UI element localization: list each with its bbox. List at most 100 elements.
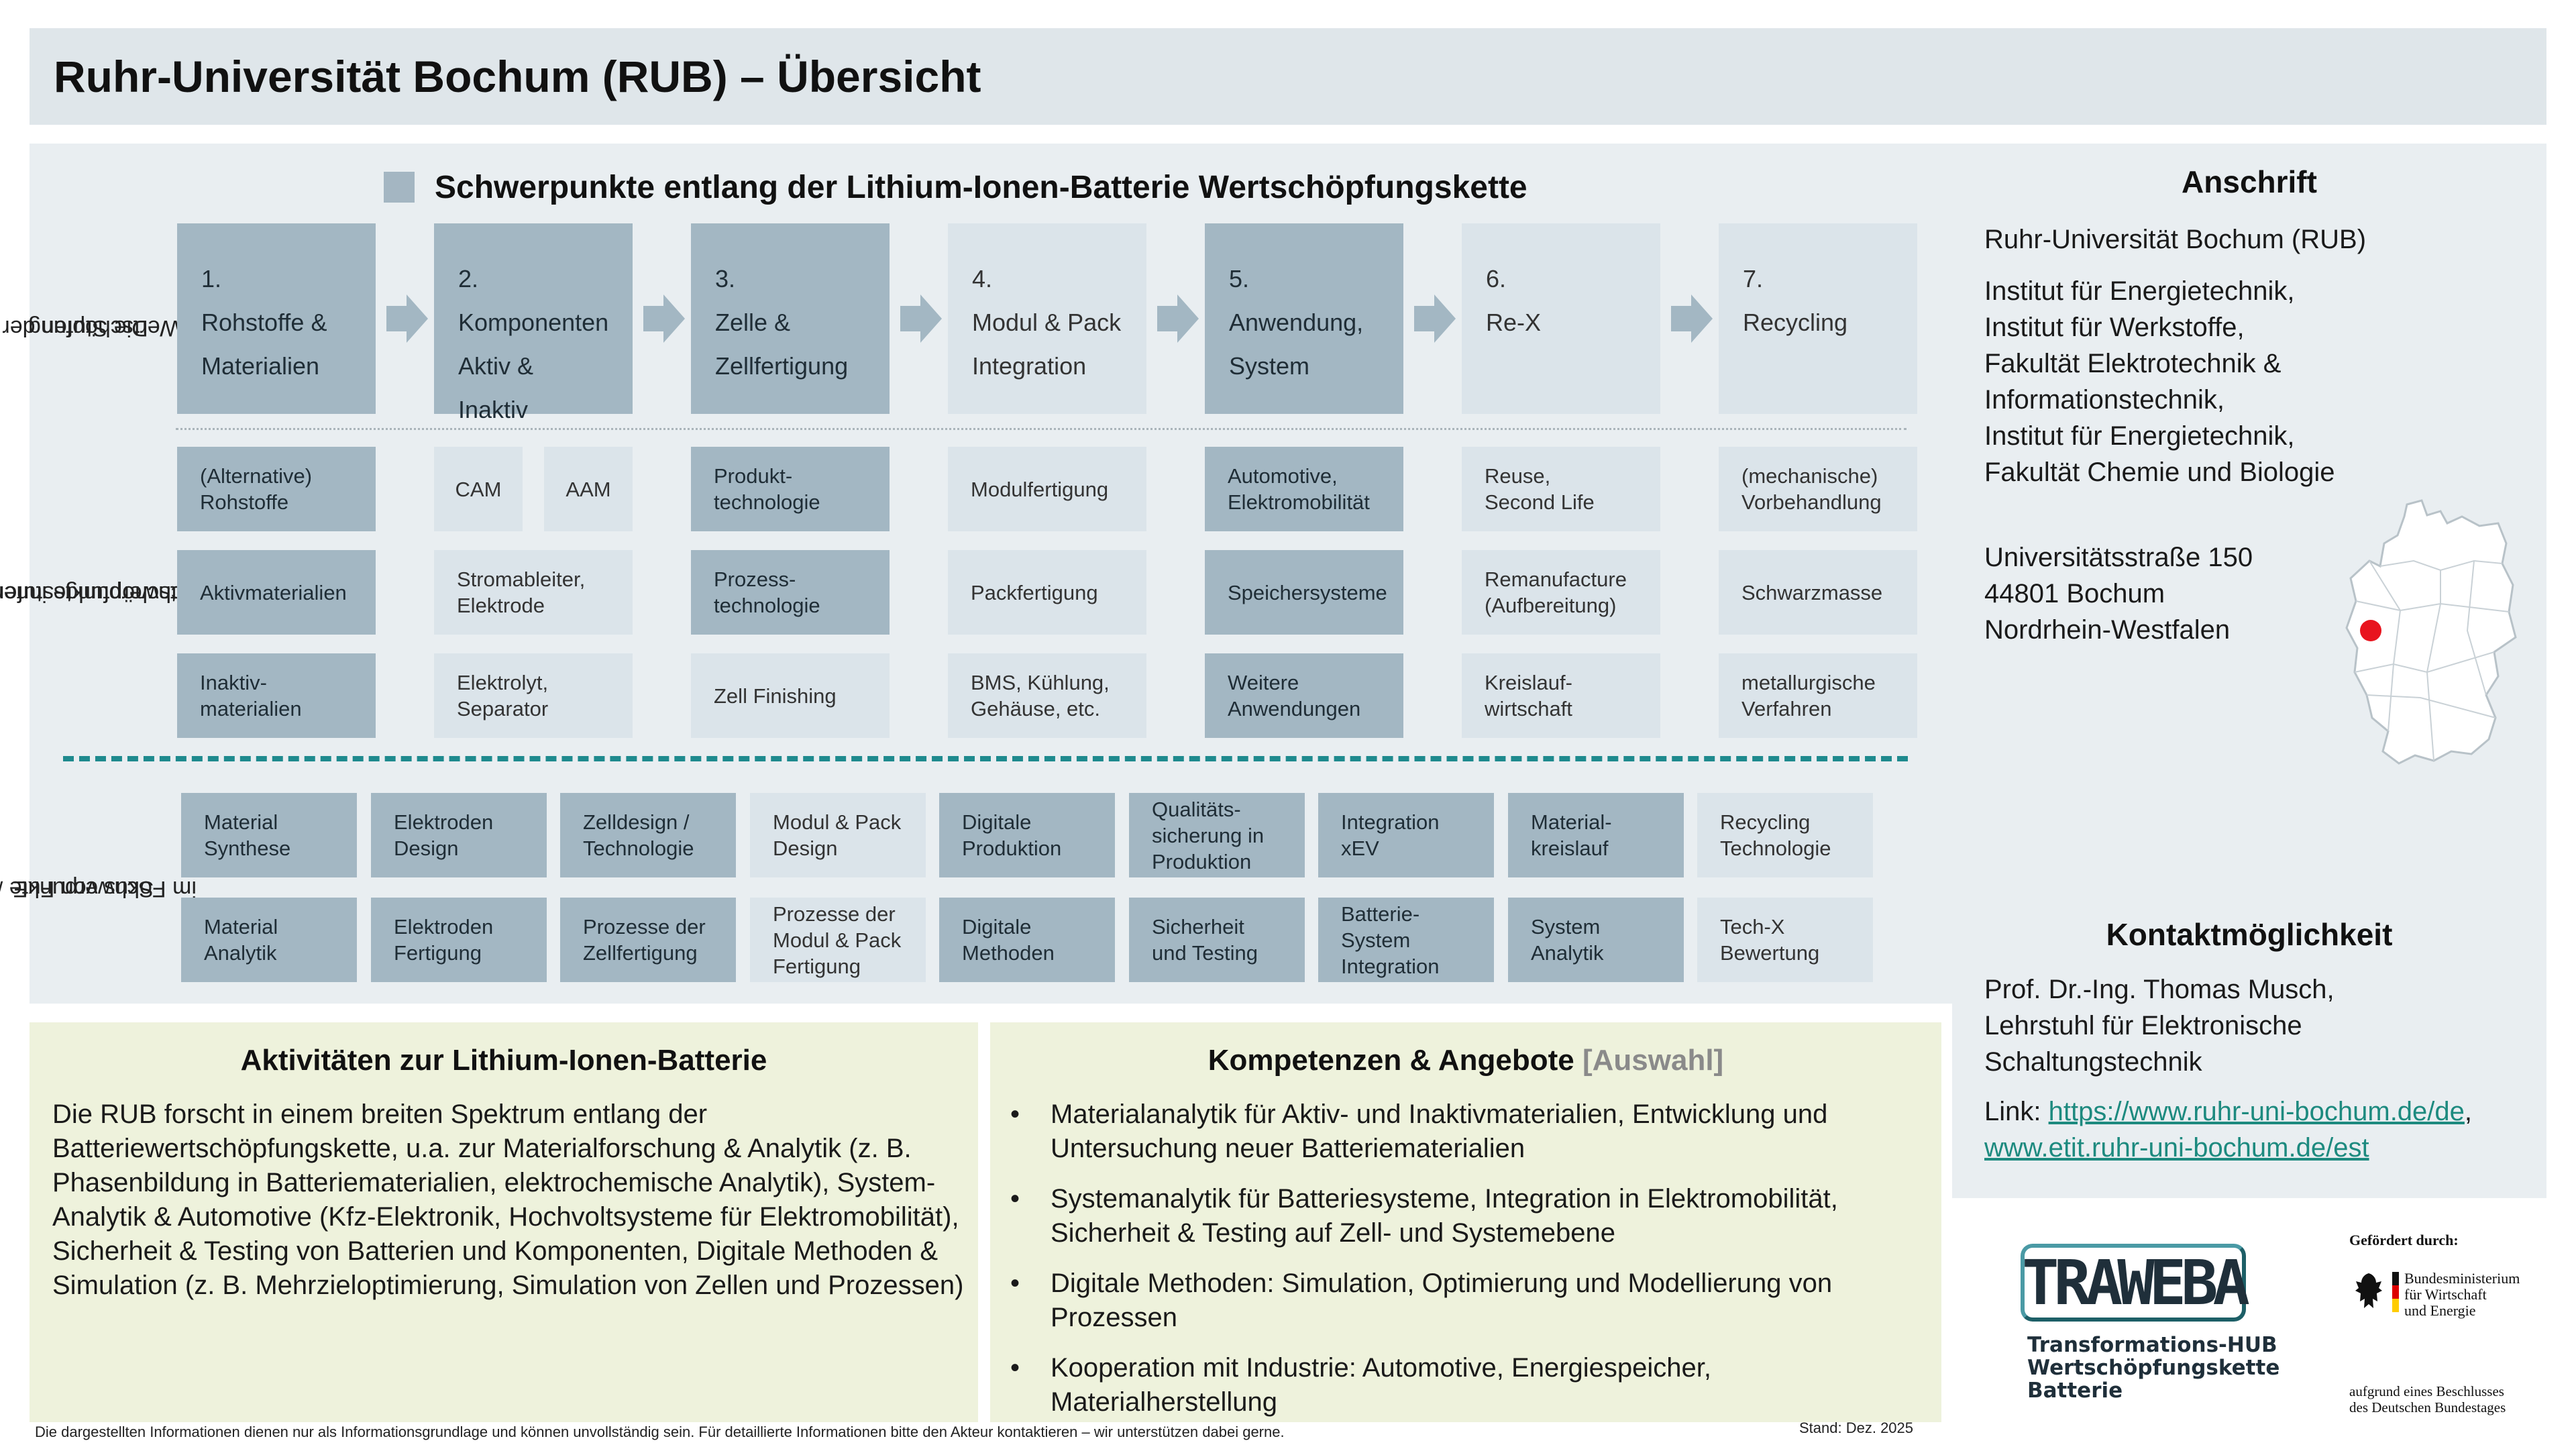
arrow-right-icon bbox=[407, 294, 428, 343]
stage-line2: Integration bbox=[972, 352, 1087, 380]
focus-cell: Zell Finishing bbox=[691, 653, 890, 738]
stage-num: 4. bbox=[972, 265, 993, 292]
focus-cell: Stromableiter, Elektrode bbox=[434, 550, 633, 635]
rnd-separator bbox=[63, 756, 1908, 761]
activities-text: Die RUB forscht in einem breiten Spektru… bbox=[52, 1099, 964, 1300]
stage-box-6: 6.Re-X bbox=[1462, 223, 1660, 414]
address-street: Universitätsstraße 150 bbox=[1984, 543, 2253, 572]
contact-heading: Kontaktmöglichkeit bbox=[2106, 917, 2393, 952]
stage-line2: Zellfertigung bbox=[715, 352, 849, 380]
competence-item: Kooperation mit Industrie: Automotive, E… bbox=[1010, 1351, 1929, 1419]
rnd-cell-label: Recycling Technologie bbox=[1720, 810, 1831, 860]
ministry-line-2: für Wirtschaft bbox=[2404, 1286, 2487, 1303]
arrow-stem bbox=[1414, 306, 1434, 331]
focus-cell-label: Produkt- technologie bbox=[714, 464, 820, 514]
stage-num: 5. bbox=[1229, 265, 1250, 292]
focus-cell: AAM bbox=[544, 447, 633, 531]
focus-cell: Packfertigung bbox=[948, 550, 1146, 635]
rnd-cell: Material Analytik bbox=[181, 898, 357, 982]
focus-cell: Speichersysteme bbox=[1205, 550, 1403, 635]
arrow-stem bbox=[386, 306, 407, 331]
stage-box-5: 5.Anwendung,System bbox=[1205, 223, 1403, 414]
flag-red bbox=[2392, 1285, 2399, 1299]
focus-cell-label: (Alternative) Rohstoffe bbox=[200, 464, 313, 514]
rnd-cell: Recycling Technologie bbox=[1697, 793, 1873, 877]
focus-cell-label: Packfertigung bbox=[971, 580, 1098, 604]
arrow-right-icon bbox=[920, 294, 942, 343]
rnd-cell: Sicherheit und Testing bbox=[1129, 898, 1305, 982]
rnd-cell: Elektroden Fertigung bbox=[371, 898, 547, 982]
arrow-right-icon bbox=[1434, 294, 1456, 343]
traweba-wordmark: TRAWEBA bbox=[2022, 1246, 2250, 1319]
rnd-cell-label: Material- kreislauf bbox=[1531, 810, 1612, 860]
stage-box-7: 7.Recycling bbox=[1719, 223, 1917, 414]
label-rnd-line2: im Fokus von FuE bbox=[13, 876, 197, 902]
rnd-cell: Digitale Produktion bbox=[939, 793, 1115, 877]
value-chain-heading: Schwerpunkte entlang der Lithium-Ionen-B… bbox=[384, 164, 1527, 211]
address-name: Ruhr-Universität Bochum (RUB) bbox=[1984, 225, 2367, 254]
location-marker-icon bbox=[2360, 620, 2381, 641]
label-stages-line2: Wertschöpfung bbox=[28, 315, 182, 341]
rnd-cell-label: Integration xEV bbox=[1341, 810, 1440, 860]
ministry-line-3: und Energie bbox=[2404, 1302, 2476, 1319]
flag-black bbox=[2392, 1272, 2399, 1285]
ministry-line-1: Bundesministerium bbox=[2404, 1270, 2520, 1287]
focus-cell-label: Weitere Anwendungen bbox=[1228, 671, 1361, 720]
website-link-rub[interactable]: https://www.ruhr-uni-bochum.de/de bbox=[2048, 1097, 2465, 1126]
focus-cell: Modulfertigung bbox=[948, 447, 1146, 531]
rnd-cell: Digitale Methoden bbox=[939, 898, 1115, 982]
disclaimer: Die dargestellten Informationen dienen n… bbox=[35, 1424, 1285, 1440]
resolution-note: aufgrund eines Beschlusses des Deutschen… bbox=[2349, 1383, 2506, 1415]
rnd-cell-label: Prozesse der Zellfertigung bbox=[583, 915, 706, 965]
rnd-cell-label: Batterie- System Integration bbox=[1341, 902, 1440, 978]
focus-cell-label: AAM bbox=[566, 477, 611, 501]
focus-cell: Automotive, Elektromobilität bbox=[1205, 447, 1403, 531]
traweba-logo: TRAWEBA bbox=[2021, 1244, 2250, 1322]
focus-cell: Remanufacture (Aufbereitung) bbox=[1462, 550, 1660, 635]
focus-cell-label: Remanufacture (Aufbereitung) bbox=[1485, 568, 1627, 617]
value-chain-title: Schwerpunkte entlang der Lithium-Ionen-B… bbox=[435, 169, 1527, 205]
focus-cell: Weitere Anwendungen bbox=[1205, 653, 1403, 738]
focus-cell: (Alternative) Rohstoffe bbox=[177, 447, 376, 531]
flag-gold bbox=[2392, 1299, 2399, 1312]
institute-4: Informationstechnik, bbox=[1984, 385, 2224, 415]
stage-num: 7. bbox=[1743, 265, 1764, 292]
page-title: Ruhr-Universität Bochum (RUB) – Übersich… bbox=[54, 52, 981, 101]
rnd-cell-label: Material Analytik bbox=[204, 915, 278, 965]
link-label: Link: bbox=[1984, 1097, 2049, 1126]
focus-cell-label: BMS, Kühlung, Gehäuse, etc. bbox=[971, 671, 1110, 720]
rnd-cell: System Analytik bbox=[1508, 898, 1684, 982]
stage-box-1: 1.Rohstoffe &Materialien bbox=[177, 223, 376, 414]
focus-cell-label: Automotive, Elektromobilität bbox=[1228, 464, 1370, 514]
institute-1: Institut für Energietechnik, bbox=[1984, 276, 2295, 306]
contact-person: Prof. Dr.-Ing. Thomas Musch, Lehrstuhl f… bbox=[1984, 971, 2334, 1080]
rnd-cell-label: Modul & Pack Design bbox=[773, 810, 902, 860]
focus-cell: Elektrolyt, Separator bbox=[434, 653, 633, 738]
rnd-cell-label: Qualitäts- sicherung in Produktion bbox=[1152, 797, 1265, 873]
contact-name: Prof. Dr.-Ing. Thomas Musch, bbox=[1984, 975, 2334, 1004]
address-heading: Anschrift bbox=[2182, 164, 2317, 199]
rnd-cell: Material- kreislauf bbox=[1508, 793, 1684, 877]
stage-line1: Rohstoffe & bbox=[201, 309, 327, 336]
focus-cell-label: Modulfertigung bbox=[971, 477, 1109, 501]
stage-line1: Re-X bbox=[1486, 309, 1542, 336]
stage-line1: Zelle & bbox=[715, 309, 791, 336]
rnd-cell: Modul & Pack Design bbox=[750, 793, 926, 877]
website-link-est[interactable]: www.etit.ruhr-uni-bochum.de/est bbox=[1984, 1133, 2369, 1163]
rnd-cell-label: Zelldesign / Technologie bbox=[583, 810, 694, 860]
rnd-cell-label: System Analytik bbox=[1531, 915, 1604, 965]
address-state: Nordrhein-Westfalen bbox=[1984, 615, 2231, 645]
arrow-right-icon bbox=[1691, 294, 1713, 343]
resolution-line-1: aufgrund eines Beschlusses bbox=[2349, 1383, 2504, 1399]
resolution-line-2: des Deutschen Bundestages bbox=[2349, 1399, 2506, 1415]
address-street-block: Universitätsstraße 150 44801 Bochum Nord… bbox=[1984, 539, 2253, 648]
rnd-cell: Qualitäts- sicherung in Produktion bbox=[1129, 793, 1305, 877]
focus-cell-label: Schwarzmasse bbox=[1741, 580, 1883, 604]
stage-line2 bbox=[1743, 344, 1893, 388]
arrow-stem bbox=[1671, 306, 1691, 331]
contact-chair-2: Schaltungstechnik bbox=[1984, 1047, 2202, 1077]
institute-2: Institut für Werkstoffe, bbox=[1984, 313, 2245, 342]
ministry-name: Bundesministerium für Wirtschaft und Ene… bbox=[2404, 1271, 2520, 1319]
rnd-cell-label: Material Synthese bbox=[204, 810, 291, 860]
